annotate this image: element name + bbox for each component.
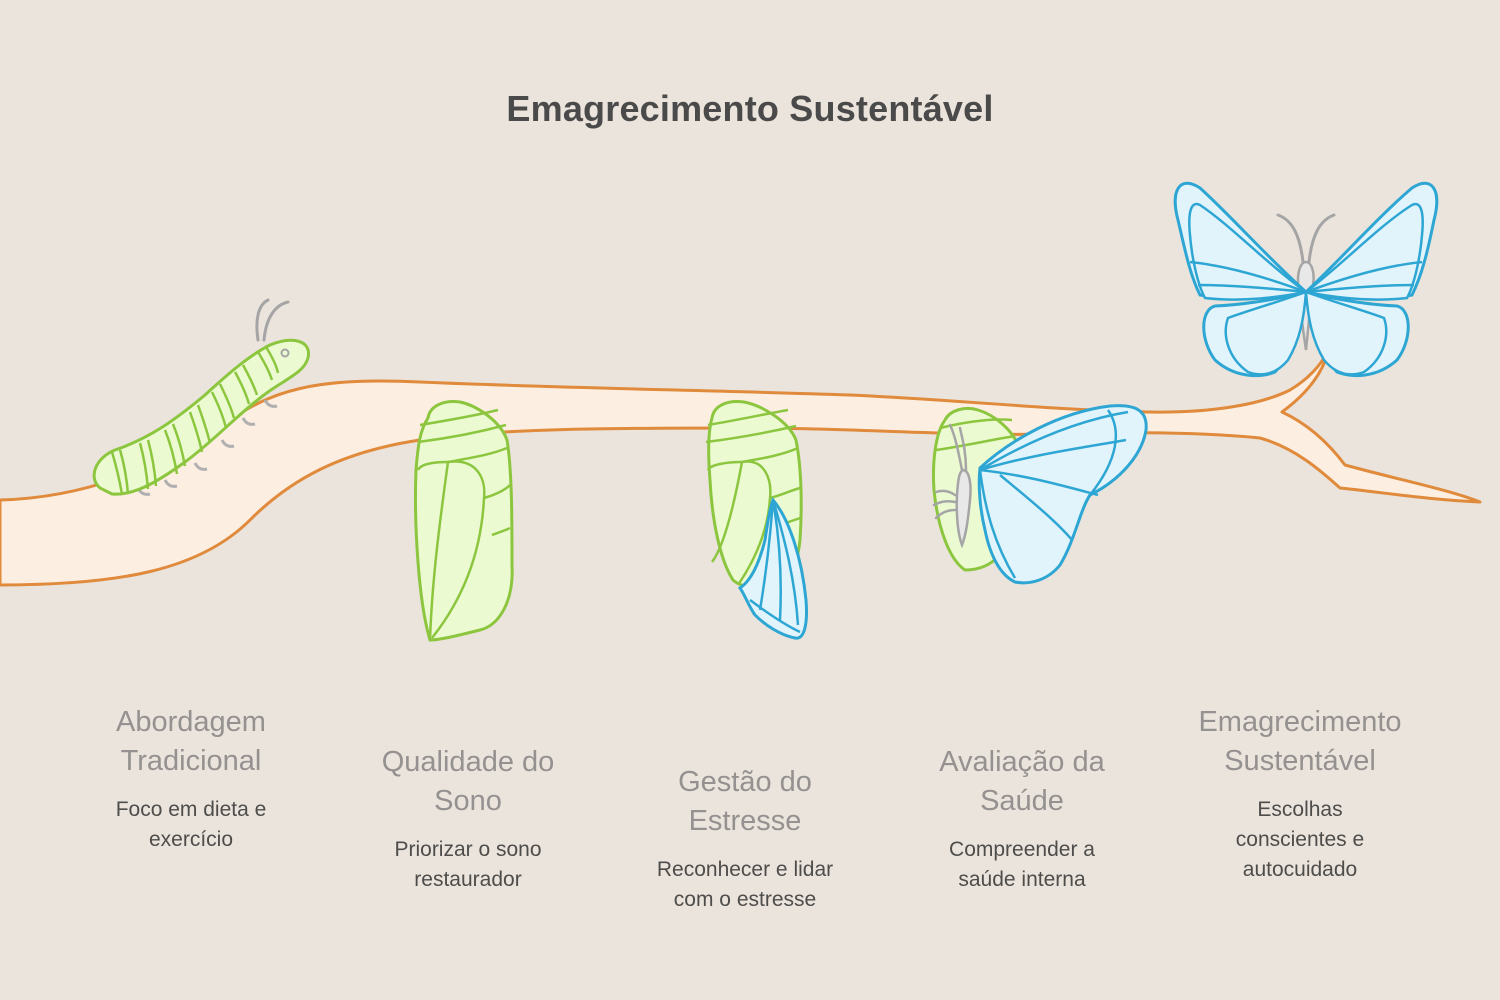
stage-description: Escolhas conscientes e autocuidado: [1235, 798, 1365, 881]
page-title: Emagrecimento Sustentável: [506, 88, 994, 129]
butterfly-emerging-icon: [932, 404, 1148, 585]
caterpillar-icon: [92, 298, 310, 496]
chrysalis-emerging-wing-icon: [705, 400, 808, 640]
stage-description: Compreender a saúde interna: [949, 838, 1095, 891]
chrysalis-icon: [414, 400, 514, 642]
stage-4: Avaliação da Saúde Compreender a saúde i…: [882, 743, 1162, 895]
stage-title: Gestão do Estresse: [678, 766, 812, 837]
stage-2: Qualidade do Sono Priorizar o sono resta…: [328, 743, 608, 895]
stage-title: Emagrecimento Sustentável: [1198, 706, 1402, 777]
stage-title: Qualidade do Sono: [381, 746, 555, 817]
branch-icon: [0, 350, 1482, 587]
butterfly-icon: [1173, 181, 1439, 378]
stage-description: Priorizar o sono restaurador: [394, 838, 542, 891]
stage-1: Abordagem Tradicional Foco em dieta e ex…: [51, 703, 331, 855]
stage-3: Gestão do Estresse Reconhecer e lidar co…: [605, 763, 885, 915]
stage-description: Reconhecer e lidar com o estresse: [656, 858, 834, 911]
stage-description: Foco em dieta e exercício: [115, 798, 267, 851]
stage-5: Emagrecimento Sustentável Escolhas consc…: [1160, 703, 1440, 885]
stage-title: Abordagem Tradicional: [116, 706, 266, 777]
stage-title: Avaliação da Saúde: [939, 746, 1105, 817]
